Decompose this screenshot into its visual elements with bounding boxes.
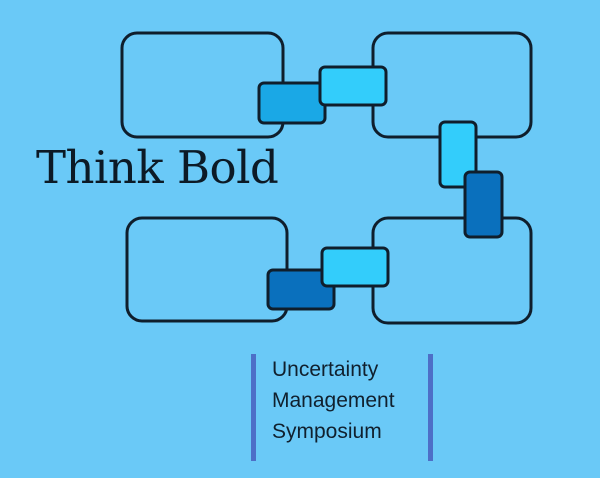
event-title-line-2: Management (272, 389, 395, 412)
title-bar-right (428, 354, 433, 461)
link-bottom-right-piece (320, 246, 390, 288)
link-top-right-piece (318, 65, 388, 107)
link-bottom-left-piece (266, 268, 336, 311)
event-title-line-3: Symposium (272, 420, 382, 443)
event-title-line-1: Uncertainty (272, 358, 379, 381)
event-title: Uncertainty Management Symposium (272, 354, 395, 447)
link-right-upper-piece (438, 120, 478, 189)
link-right-lower-piece (463, 170, 504, 239)
frame-bottom-left (125, 216, 289, 323)
link-top-left-piece (257, 81, 327, 125)
frame-bottom-right (371, 216, 533, 325)
title-bar-left (251, 354, 256, 461)
tagline: Think Bold (36, 141, 279, 194)
